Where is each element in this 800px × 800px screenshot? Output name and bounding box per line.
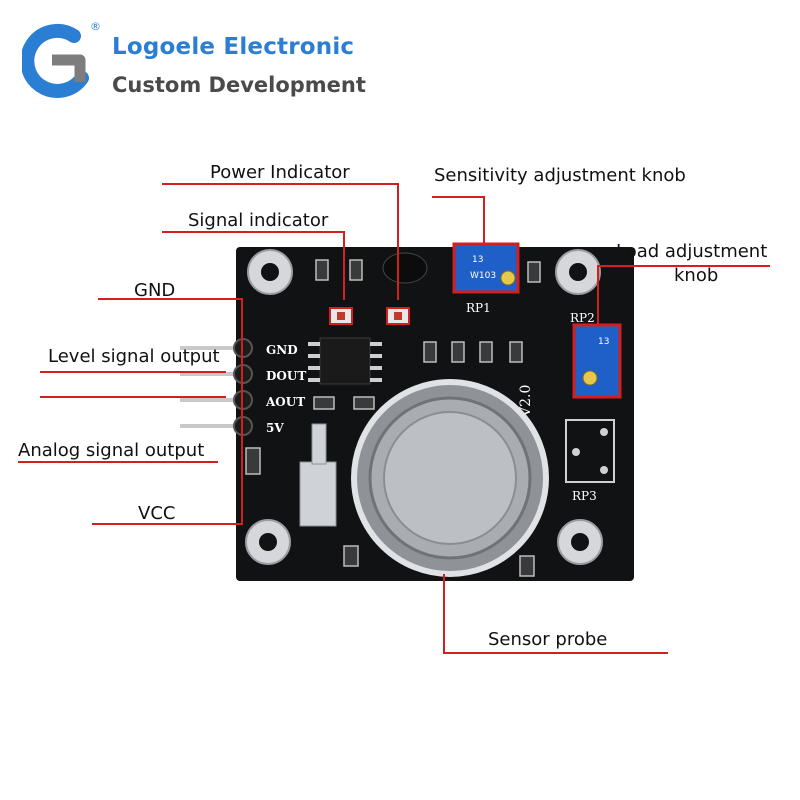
- rp1-num-label: 13: [472, 255, 483, 265]
- rp3-label: RP3: [572, 489, 597, 503]
- rp2-label: RP2: [570, 311, 595, 325]
- brand-name: Logoele Electronic: [112, 34, 355, 60]
- rp1-code-label: W103: [470, 271, 496, 281]
- callout-lines: [18, 183, 770, 654]
- silk-5v: 5V: [266, 421, 284, 435]
- silk-aout: AOUT: [265, 395, 305, 409]
- label-signal-indicator: Signal indicator: [188, 210, 329, 231]
- label-sensitivity-knob: Sensitivity adjustment knob: [434, 165, 686, 186]
- label-load-knob-line2: knob: [674, 265, 719, 286]
- electrolytic-part: [299, 461, 337, 527]
- rp3-footprint: [565, 419, 615, 483]
- logo-mark-icon: [20, 23, 89, 98]
- label-analog-output: Analog signal output: [18, 440, 205, 461]
- sensor-probe: [351, 379, 549, 577]
- silk-gnd: GND: [266, 343, 298, 357]
- rp2-num-label: 13: [598, 337, 609, 347]
- label-gnd: GND: [134, 280, 176, 301]
- led-signal-indicator: [329, 307, 353, 325]
- label-sensor-probe: Sensor probe: [488, 629, 608, 650]
- label-vcc: VCC: [138, 503, 176, 524]
- led-power-indicator: [386, 307, 410, 325]
- silk-dout: DOUT: [266, 369, 306, 383]
- rp1-label: RP1: [466, 301, 491, 315]
- ic-chip: [319, 337, 371, 385]
- label-level-output: Level signal output: [48, 346, 220, 367]
- header-pins: [180, 346, 240, 428]
- registered-mark: ®: [90, 20, 101, 33]
- label-load-knob-line1: Load adjustment: [616, 241, 768, 262]
- brand-tagline: Custom Development: [112, 73, 366, 97]
- smd-components: [245, 259, 541, 577]
- brand-logo: [20, 22, 94, 100]
- label-power-indicator: Power Indicator: [210, 162, 350, 183]
- transistor: [382, 252, 428, 284]
- rp2-potentiometer: [572, 323, 622, 399]
